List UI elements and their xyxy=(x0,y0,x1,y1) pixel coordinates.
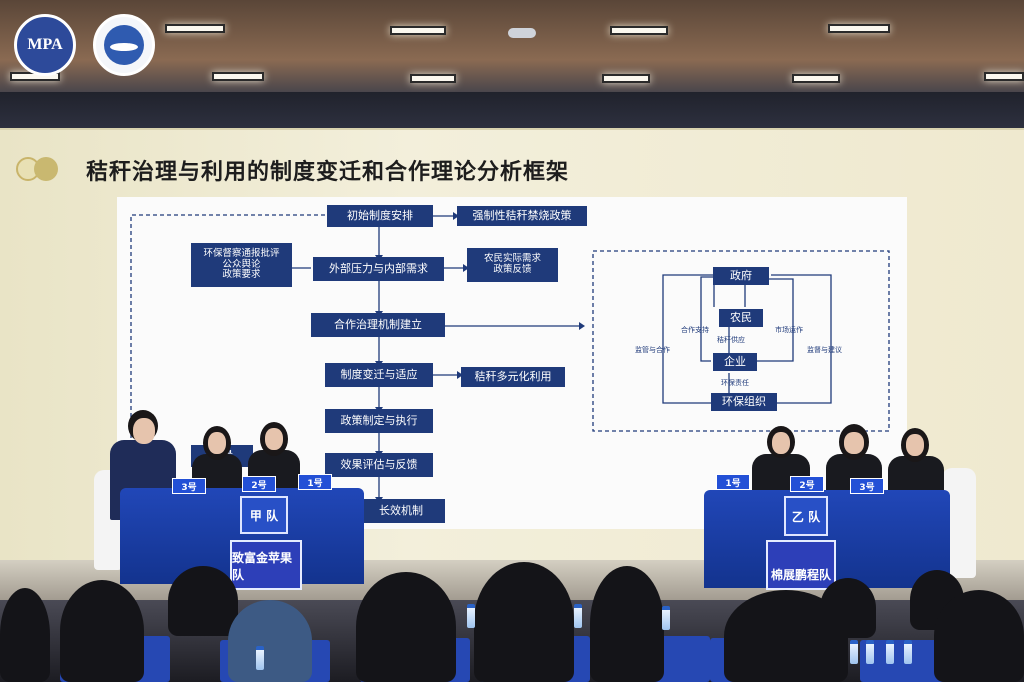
side-box-burning-ban: 强制性秸秆禁烧政策 xyxy=(457,206,587,226)
flow-box-initial-arrangement: 初始制度安排 xyxy=(327,205,433,227)
water-bottle xyxy=(904,640,912,664)
ceiling-light xyxy=(212,72,264,81)
right-team-sign: 乙 队 xyxy=(784,496,828,536)
seat-number-plate: 1号 xyxy=(716,474,750,490)
water-bottle xyxy=(866,640,874,664)
audience-member xyxy=(168,566,238,636)
network-box-farmer: 农民 xyxy=(719,309,763,327)
water-bottle xyxy=(256,646,264,670)
audience-member xyxy=(356,572,456,682)
network-label: 合作支持 xyxy=(681,326,709,334)
ceiling xyxy=(0,0,1024,100)
seat-number-plate: 1号 xyxy=(298,474,332,490)
ceiling-light xyxy=(390,26,446,35)
flow-box-long-term: 长效机制 xyxy=(357,499,445,523)
ceiling-light xyxy=(984,72,1024,81)
audience-member xyxy=(820,578,876,638)
side-box-inspection: 环保督察通报批评 公众舆论 政策要求 xyxy=(191,243,292,287)
network-box-env-org: 环保组织 xyxy=(711,393,777,411)
ceiling-light xyxy=(410,74,456,83)
ceiling-light xyxy=(165,24,225,33)
network-box-enterprise: 企业 xyxy=(713,353,757,371)
audience-member xyxy=(228,600,312,682)
ceiling-light xyxy=(792,74,840,83)
network-box-government: 政府 xyxy=(713,267,769,285)
university-logo xyxy=(93,14,155,76)
audience-member xyxy=(60,580,144,682)
seat-number-plate: 2号 xyxy=(790,476,824,492)
diagram-connectors xyxy=(130,212,890,503)
water-bottle xyxy=(467,604,475,628)
flow-box-evaluation-feedback: 效果评估与反馈 xyxy=(325,453,433,477)
network-label: 市场运作 xyxy=(775,326,803,334)
mpa-logo: MPA xyxy=(14,14,76,76)
audience-member xyxy=(474,562,574,682)
audience-member xyxy=(0,588,50,682)
seat-number-plate: 3号 xyxy=(850,478,884,494)
audience-member xyxy=(934,590,1024,682)
audience-member xyxy=(590,566,664,682)
ceiling-light xyxy=(602,74,650,83)
seat-number-plate: 3号 xyxy=(172,478,206,494)
ceiling-speaker xyxy=(508,28,536,38)
flow-box-cooperation-mechanism: 合作治理机制建立 xyxy=(311,313,445,337)
side-box-farmer-needs: 农民实际需求 政策反馈 xyxy=(467,248,558,282)
network-label: 监督与建议 xyxy=(807,346,842,354)
flow-box-pressure-demand: 外部压力与内部需求 xyxy=(313,257,444,281)
network-label: 环保责任 xyxy=(721,379,749,387)
flow-box-institutional-change: 制度变迁与适应 xyxy=(325,363,433,387)
flow-box-policy-execution: 政策制定与执行 xyxy=(325,409,433,433)
side-box-straw-utilization: 秸秆多元化利用 xyxy=(461,367,565,387)
water-bottle xyxy=(662,606,670,630)
water-bottle xyxy=(850,640,858,664)
right-team-banner: 棉展鹏程队 xyxy=(766,540,836,590)
slide-decoration-icon xyxy=(16,157,66,181)
left-team-banner: 致富金苹果队 xyxy=(230,540,302,590)
water-bottle xyxy=(886,640,894,664)
slide-title: 秸秆治理与利用的制度变迁和合作理论分析框架 xyxy=(86,160,570,185)
ceiling-light xyxy=(610,26,668,35)
ceiling-light xyxy=(828,24,890,33)
seat-number-plate: 2号 xyxy=(242,476,276,492)
left-team-sign: 甲 队 xyxy=(240,496,288,534)
ceiling-band xyxy=(0,92,1024,130)
network-label: 监管与合作 xyxy=(635,346,670,354)
network-label: 秸秆供应 xyxy=(717,336,745,344)
water-bottle xyxy=(574,604,582,628)
